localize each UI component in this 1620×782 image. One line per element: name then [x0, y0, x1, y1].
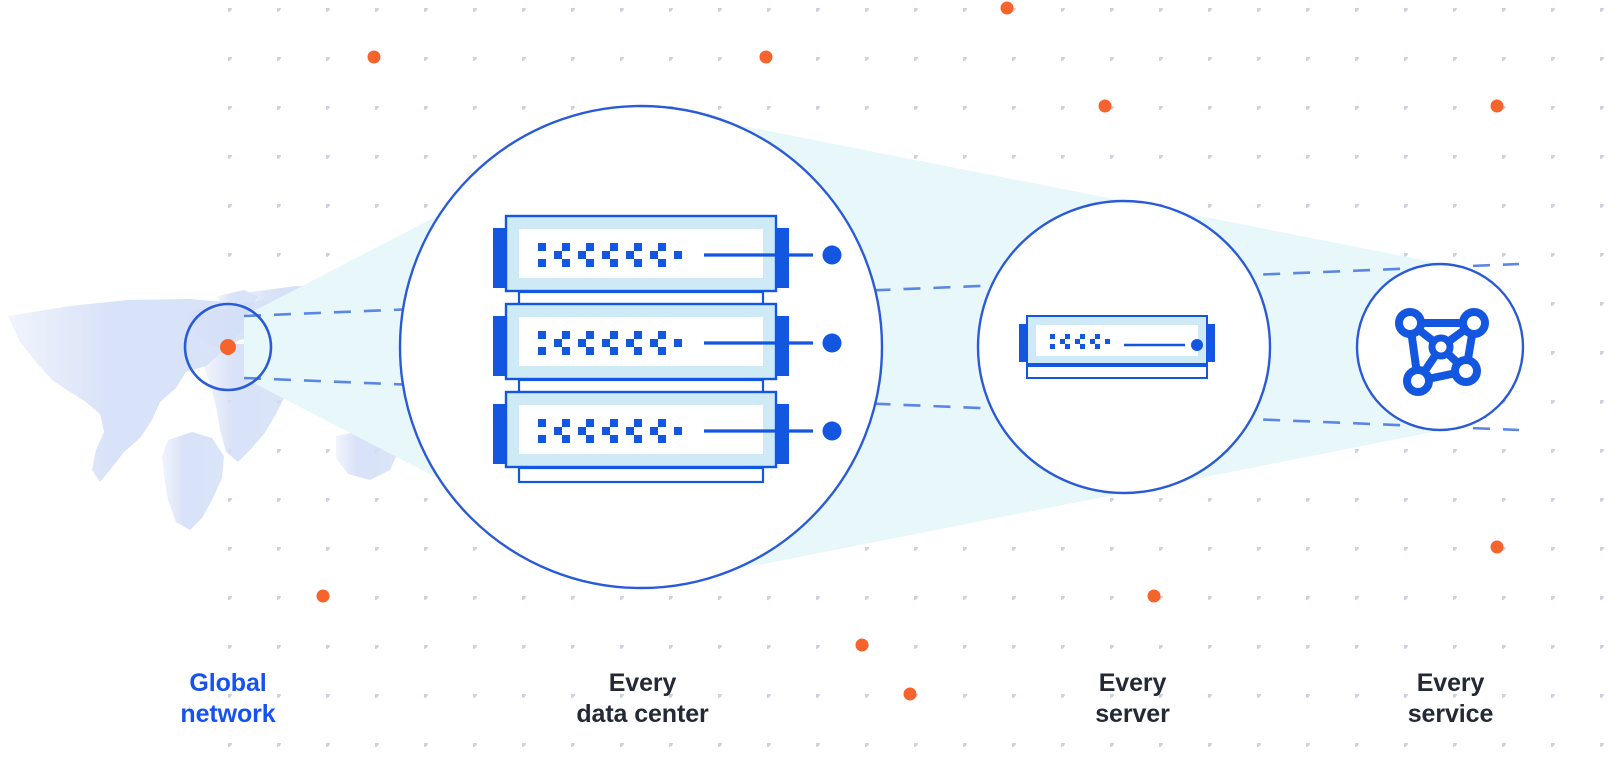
rack-unit-1	[493, 214, 842, 308]
data-center-stage	[398, 104, 884, 590]
stage-label-every-server: Every server	[1095, 669, 1170, 728]
rack-unit-2	[493, 302, 842, 396]
stage-label-every-data-center: Every data center	[576, 669, 709, 728]
rack-status-light-2	[822, 333, 842, 353]
server-status-light	[1191, 339, 1203, 351]
stage-label-global-network: Global network	[180, 669, 276, 728]
server-stage	[976, 199, 1272, 495]
single-server-illustration	[1019, 315, 1215, 379]
rack-leds-2	[538, 331, 682, 355]
service-stage	[1355, 262, 1525, 432]
rack-leds-3	[538, 419, 682, 443]
server-rack-illustration	[493, 214, 842, 484]
rack-leds-1	[538, 243, 682, 267]
network-graph-icon	[1395, 308, 1489, 396]
global-network-circle	[183, 302, 273, 392]
stage-label-every-service: Every service	[1407, 669, 1494, 728]
global-network-stage	[183, 302, 273, 392]
rack-status-light-3	[822, 421, 842, 441]
rack-unit-3	[493, 390, 842, 484]
highlighted-dots	[316, 1, 1504, 701]
rack-status-light-1	[822, 245, 842, 265]
server-leds	[1050, 334, 1110, 349]
location-pin-dot	[220, 339, 236, 355]
